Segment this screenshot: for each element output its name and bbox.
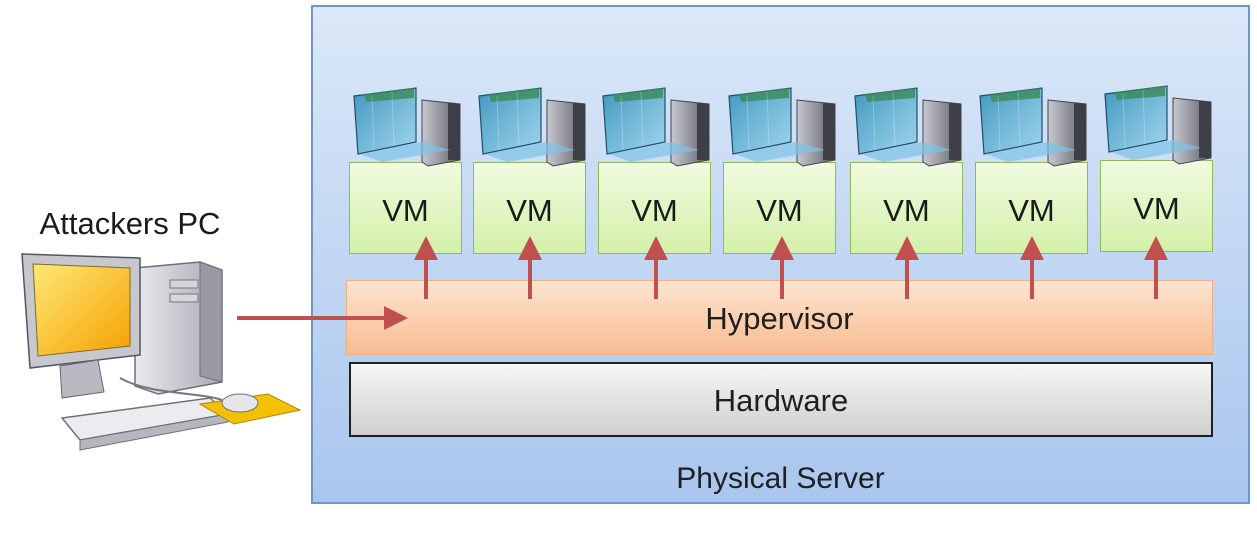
hypervisor-label: Hypervisor — [705, 301, 854, 336]
vm-box: VM — [723, 162, 836, 254]
vm-box: VM — [598, 162, 711, 254]
vm-box: VM — [850, 162, 963, 254]
attacker-pc-label: Attackers PC — [39, 206, 221, 241]
vm-box: VM — [1100, 160, 1213, 252]
vm-label: VM — [631, 193, 678, 228]
vm-box: VM — [473, 162, 586, 254]
hypervisor-layer: Hypervisor — [346, 280, 1213, 355]
physical-server-label: Physical Server — [676, 462, 885, 495]
vm-box: VM — [975, 162, 1088, 254]
vm-label: VM — [1008, 193, 1055, 228]
hardware-layer: Hardware — [349, 362, 1213, 437]
vm-label: VM — [506, 193, 553, 228]
vm-box: VM — [349, 162, 462, 254]
vm-label: VM — [382, 193, 429, 228]
vm-label: VM — [883, 193, 930, 228]
hardware-label: Hardware — [713, 383, 849, 418]
vm-label: VM — [756, 193, 803, 228]
vm-label: VM — [1133, 191, 1180, 226]
